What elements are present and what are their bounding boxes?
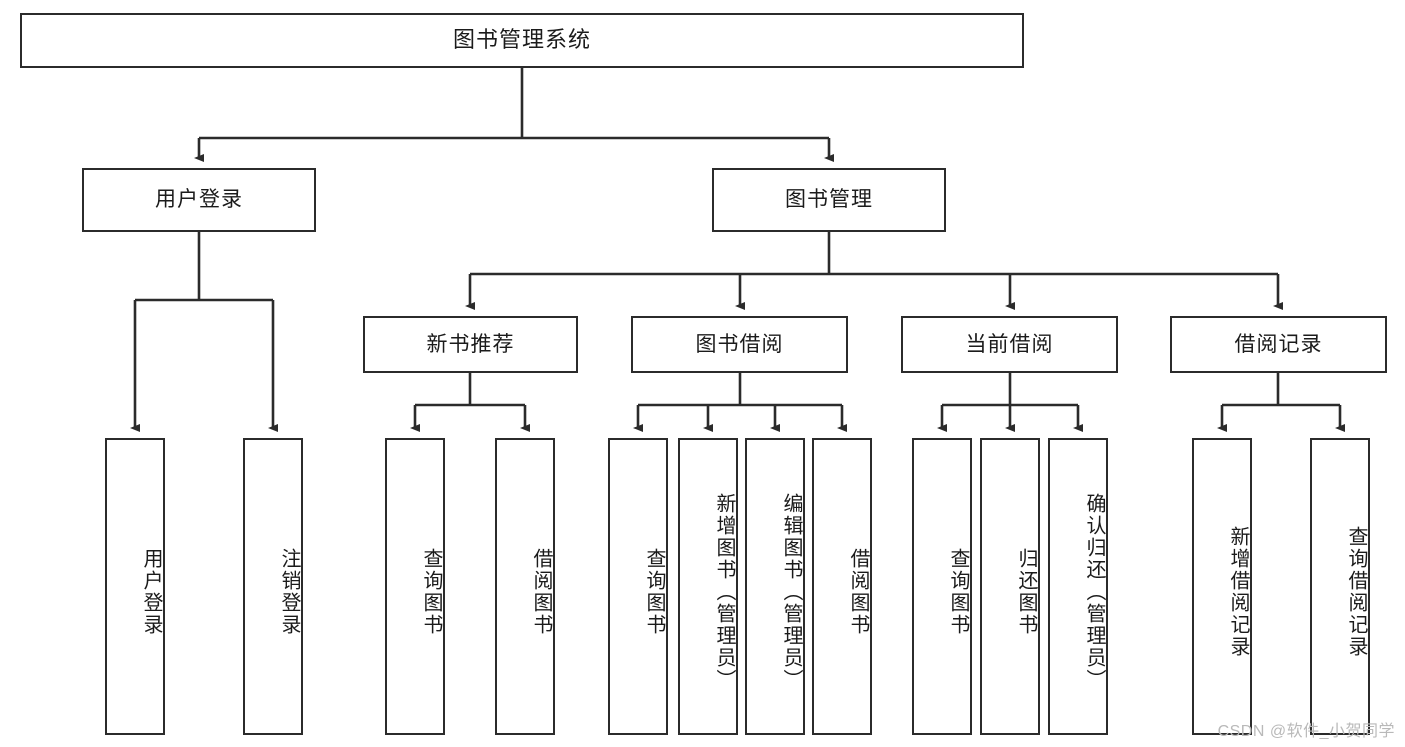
leaf-logout[interactable]: 注销登录 bbox=[243, 438, 303, 735]
node-label: 借阅记录 bbox=[1234, 332, 1323, 356]
leaf-add-book-admin[interactable]: 新增图书（管理员） bbox=[678, 438, 738, 735]
node-label: 查询图书 bbox=[420, 547, 442, 636]
leaf-edit-book-admin[interactable]: 编辑图书（管理员） bbox=[745, 438, 805, 735]
node-label: 借阅图书 bbox=[530, 547, 552, 636]
leaf-query-book-current[interactable]: 查询图书 bbox=[912, 438, 972, 735]
leaf-query-book-borrow[interactable]: 查询图书 bbox=[608, 438, 668, 735]
leaf-query-book-recommend[interactable]: 查询图书 bbox=[385, 438, 445, 735]
node-user-login[interactable]: 用户登录 bbox=[82, 168, 316, 232]
leaf-borrow-book[interactable]: 借阅图书 bbox=[812, 438, 872, 735]
leaf-confirm-return-admin[interactable]: 确认归还（管理员） bbox=[1048, 438, 1108, 735]
node-label: 查询图书 bbox=[643, 547, 665, 636]
leaf-borrow-book-recommend[interactable]: 借阅图书 bbox=[495, 438, 555, 735]
node-label: 借阅图书 bbox=[847, 547, 869, 636]
node-current-borrow[interactable]: 当前借阅 bbox=[901, 316, 1118, 373]
node-borrow-record[interactable]: 借阅记录 bbox=[1170, 316, 1387, 373]
node-label: 编辑图书（管理员） bbox=[780, 492, 802, 691]
csdn-watermark: CSDN @软件_小贺同学 bbox=[1217, 723, 1395, 740]
node-label: 确认归还（管理员） bbox=[1083, 492, 1105, 691]
leaf-user-login[interactable]: 用户登录 bbox=[105, 438, 165, 735]
node-label: 新增借阅记录 bbox=[1227, 525, 1249, 658]
node-book-management[interactable]: 图书管理 bbox=[712, 168, 946, 232]
node-label: 新增图书（管理员） bbox=[713, 492, 735, 691]
node-label: 查询借阅记录 bbox=[1345, 525, 1367, 658]
node-label: 图书管理 bbox=[785, 188, 873, 212]
node-new-book-recommend[interactable]: 新书推荐 bbox=[363, 316, 578, 373]
leaf-add-borrow-record[interactable]: 新增借阅记录 bbox=[1192, 438, 1252, 735]
node-label: 用户登录 bbox=[155, 188, 243, 212]
node-label: 图书管理系统 bbox=[452, 27, 591, 53]
node-label: 注销登录 bbox=[278, 547, 300, 636]
node-label: 当前借阅 bbox=[965, 332, 1054, 356]
node-label: 归还图书 bbox=[1015, 547, 1037, 636]
leaf-return-book[interactable]: 归还图书 bbox=[980, 438, 1040, 735]
node-label: 查询图书 bbox=[947, 547, 969, 636]
node-book-borrow[interactable]: 图书借阅 bbox=[631, 316, 848, 373]
node-label: 新书推荐 bbox=[426, 332, 515, 356]
leaf-query-borrow-record[interactable]: 查询借阅记录 bbox=[1310, 438, 1370, 735]
node-label: 用户登录 bbox=[140, 547, 162, 636]
node-root-system[interactable]: 图书管理系统 bbox=[20, 13, 1024, 68]
node-label: 图书借阅 bbox=[695, 332, 784, 356]
